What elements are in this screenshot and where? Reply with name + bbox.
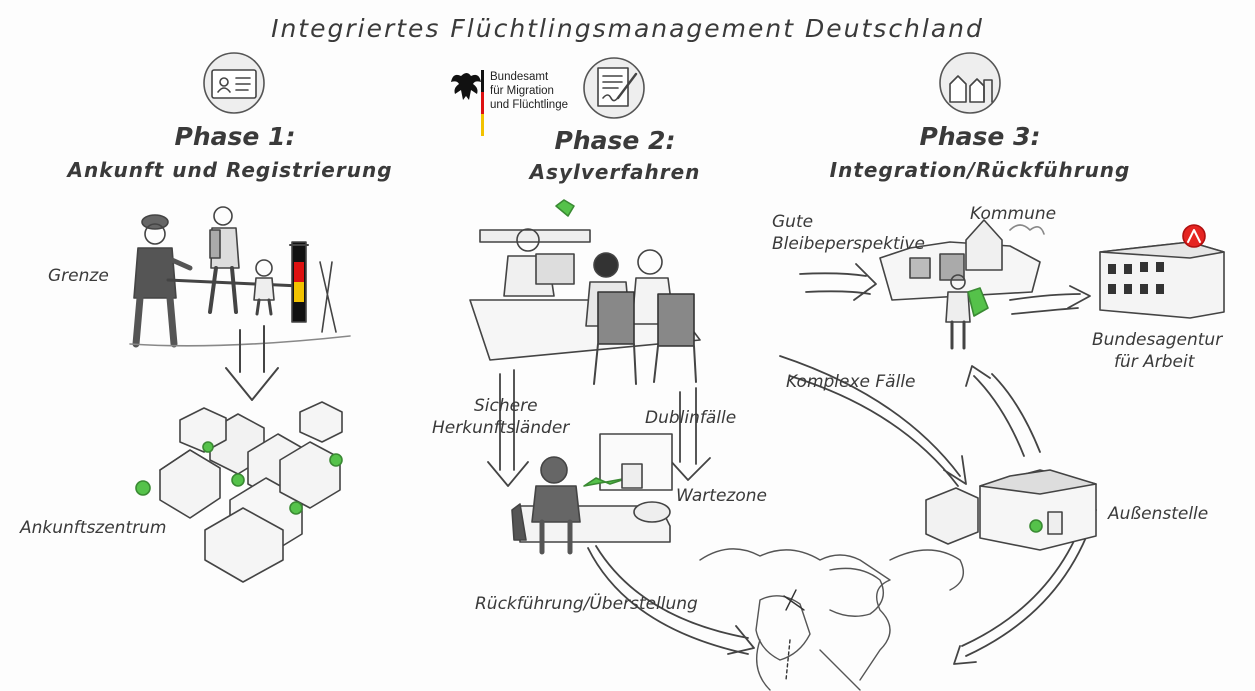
label-dublinfaelle: Dublinfälle (645, 408, 737, 428)
ba-building (1099, 224, 1225, 319)
return-arrow (587, 545, 755, 655)
logo-line-2: für Migration (490, 85, 554, 97)
aussenstelle-building (925, 469, 1097, 551)
arrows-phase3 (779, 263, 1097, 665)
logo-line-1: Bundesamt (490, 71, 549, 83)
label-aussenstelle: Außenstelle (1108, 504, 1209, 524)
label-fuer-arbeit: für Arbeit (1114, 352, 1195, 372)
label-kommune: Kommune (970, 204, 1057, 224)
document-sign-icon (583, 57, 645, 119)
label-sichere: Sichere (474, 396, 538, 416)
page-title: Integriertes Flüchtlingsmanagement Deuts… (271, 14, 984, 43)
phase-2-subtitle: Asylverfahren (529, 160, 701, 184)
border-scene (129, 206, 351, 348)
label-wartezone: Wartezone (676, 486, 767, 506)
waiting-zone (511, 433, 673, 555)
label-komplexe-faelle: Komplexe Fälle (786, 372, 916, 392)
label-ankunftszentrum: Ankunftszentrum (20, 518, 167, 538)
village-sketch (135, 401, 343, 583)
label-bundesagentur: Bundesagentur (1092, 330, 1223, 350)
label-bleibeperspektive: Bleibeperspektive (772, 234, 925, 254)
id-card-icon (203, 52, 265, 114)
arrows-phase2 (487, 369, 711, 487)
world-map (699, 548, 964, 691)
houses-icon (939, 52, 1001, 114)
logo-line-3: und Flüchtlinge (490, 99, 568, 111)
office-scene (469, 199, 701, 385)
label-rueckfuehrung: Rückführung/Überstellung (475, 594, 698, 614)
label-gute: Gute (772, 212, 814, 232)
bamf-logo: Bundesamt für Migration und Flüchtlinge (450, 66, 600, 138)
arrow-down-phase1 (225, 325, 279, 401)
eagle-icon (451, 70, 484, 100)
label-grenze: Grenze (48, 266, 109, 286)
kommune-scene (879, 219, 1045, 350)
phase-3-title: Phase 3: (919, 122, 1041, 151)
phase-1-title: Phase 1: (174, 122, 296, 151)
phase-3-subtitle: Integration/Rückführung (829, 158, 1131, 182)
phase-2-title: Phase 2: (554, 126, 676, 155)
phase-1-subtitle: Ankunft und Registrierung (67, 158, 393, 182)
label-herkunftslaender: Herkunftsländer (432, 418, 570, 438)
